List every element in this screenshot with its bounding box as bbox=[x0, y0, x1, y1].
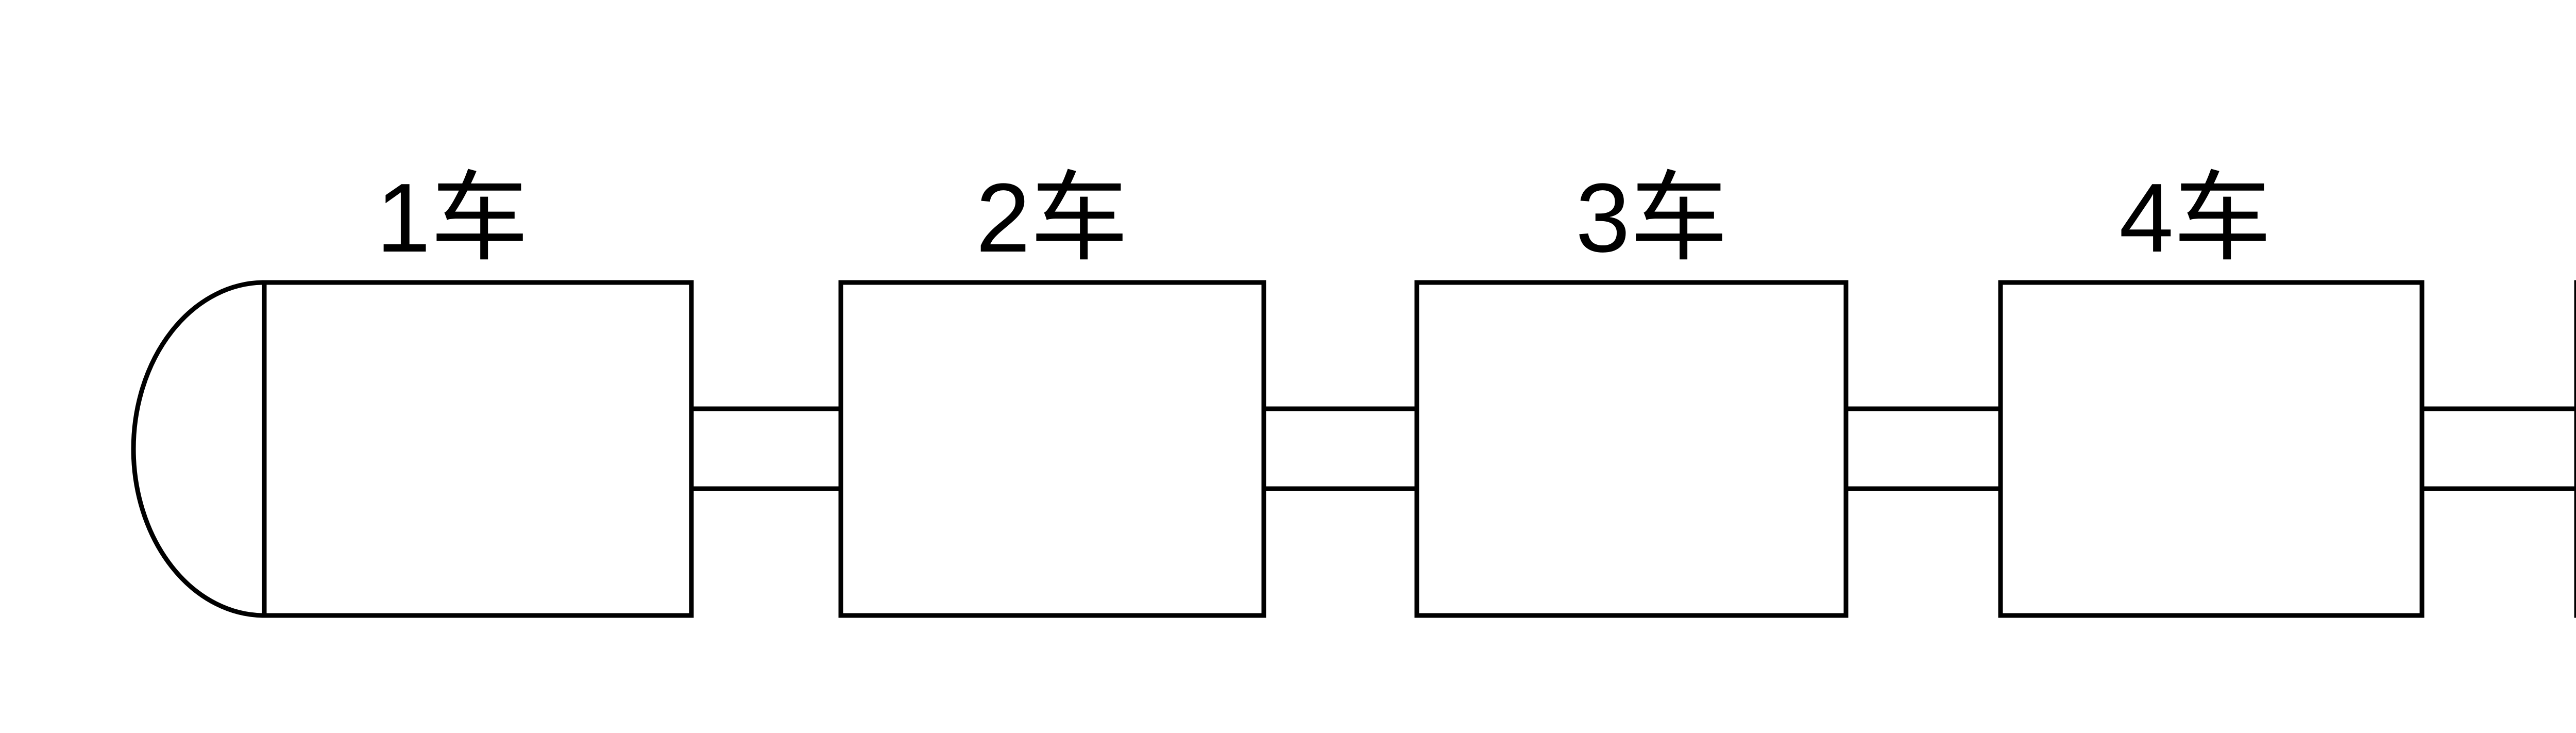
train-car-body bbox=[1414, 280, 1849, 618]
train-car-body bbox=[1998, 280, 2425, 618]
car-label: 2车 bbox=[976, 163, 1128, 273]
train-car-body bbox=[838, 280, 1266, 618]
front-nose bbox=[131, 280, 265, 618]
car-label: 3车 bbox=[1575, 163, 1728, 273]
car-label: 4车 bbox=[2119, 163, 2272, 273]
train-car-body bbox=[262, 280, 694, 618]
car-label: 1车 bbox=[376, 163, 529, 273]
